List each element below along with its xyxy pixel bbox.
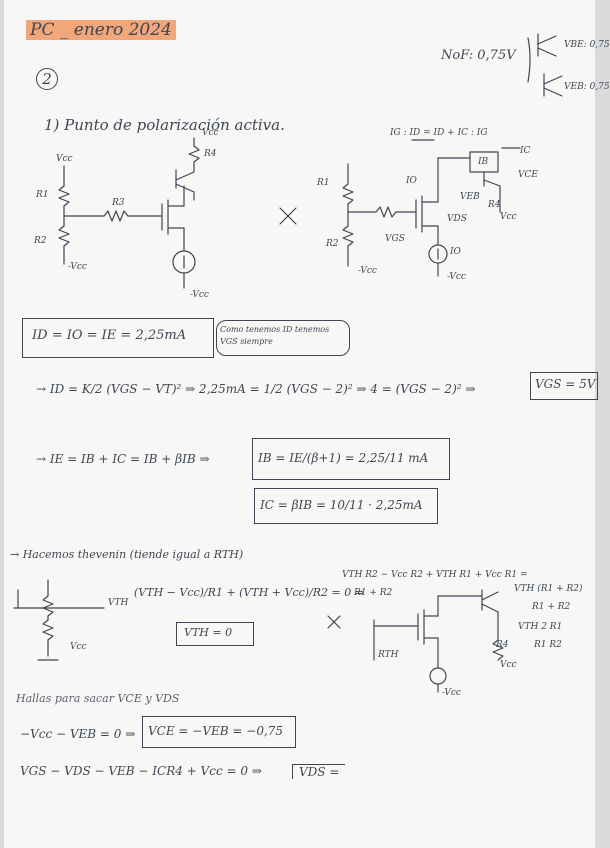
thevenin-heading: → Hacemos thevenin (tiende igual a RTH) <box>10 548 244 561</box>
circuit1-r3-label: R3 <box>112 198 125 208</box>
circuit1-r2-label: R2 <box>34 236 47 246</box>
circuit2-r2-label: R2 <box>326 239 339 249</box>
circuit1-r1-label: R1 <box>36 190 49 200</box>
thevenin-side-eq6: R1 R2 <box>534 640 562 650</box>
emitter-current-equation: → IE = IB + IC = IB + βIB ⇒ <box>36 452 210 466</box>
thevenin-side-eq5: VTH 2 R1 <box>518 622 563 632</box>
circuit2-vce-label: VCE <box>518 170 538 180</box>
main-equation: ID = IO = IE = 2,25mA <box>32 328 187 343</box>
thevenin-equation: (VTH − Vcc)/R1 + (VTH + Vcc)/R2 = 0 ⇒ <box>134 586 364 599</box>
thevenin-rth-label: RTH <box>378 650 399 660</box>
circuit2-r1-label: R1 <box>317 178 330 188</box>
section-heading: 1) Punto de polarización activa. <box>44 116 285 134</box>
circuit1-vcc-right-label: Vcc <box>202 128 219 138</box>
ic-result-box <box>254 488 438 524</box>
circuit1-r4-label: R4 <box>204 149 217 159</box>
circuit2-io2-label: IO <box>450 247 461 257</box>
final-equation-2: VGS − VDS − VEB − ICR4 + Vcc = 0 ⇒ <box>20 764 262 778</box>
thevenin-vth-label: VTH <box>108 598 129 608</box>
circuit2-veb-label: VEB <box>460 192 480 202</box>
circuit2-currents-label: IG : ID = ID + IC : IG <box>390 128 488 138</box>
thevenin-side-eq1: VTH R2 − Vcc R2 + VTH R1 + Vcc R1 = <box>342 570 528 580</box>
vgs-result-box <box>530 372 598 400</box>
circuit1-vcc-label: Vcc <box>56 154 73 164</box>
thevenin-vcc-node-label: Vcc <box>500 660 517 670</box>
drain-current-equation: → ID = K/2 (VGS − VT)² ⇒ 2,25mA = 1/2 (V… <box>36 382 476 396</box>
thevenin-side-eq2: R1 + R2 <box>354 588 393 598</box>
note-text: Como tenemos ID tenemos VGS siempre <box>220 325 330 346</box>
notebook-page: { "header": {"title": "PC _ enero 2024",… <box>4 0 610 848</box>
page-title: PC _ enero 2024 <box>26 20 176 40</box>
ib-result: IB = IE/(β+1) = 2,25/11 mA <box>258 451 429 465</box>
circuit2-vds-label: VDS <box>447 214 467 224</box>
final-equation-1: −Vcc − VEB = 0 ⇒ <box>20 727 136 741</box>
veb-note: VEB: 0,75 <box>564 82 610 92</box>
circuit2-r4-label: R4 <box>488 200 501 210</box>
circuit2-ib-label: IB <box>478 157 489 167</box>
circuit1-minus-vcc-label: -Vcc <box>190 290 209 300</box>
vth-result: VTH = 0 <box>184 626 233 639</box>
circuit2-io-label: IO <box>406 176 417 186</box>
thevenin-vcc-label: Vcc <box>70 642 87 652</box>
note-cloud <box>216 320 350 356</box>
thevenin-side-eq3: VTH (R1 + R2) <box>514 584 583 594</box>
circuit2-minus-vcc-left-label: -Vcc <box>358 266 377 276</box>
problem-number: 2 <box>36 68 58 90</box>
vds-result: VDS = <box>292 764 346 779</box>
vce-result-box <box>142 716 296 748</box>
circuit1-minus-vcc-left-label: -Vcc <box>68 262 87 272</box>
main-equation-box <box>22 318 214 358</box>
vbe-note: VBE: 0,75 <box>564 40 610 50</box>
nmos-threshold-note: NoF: 0,75V <box>441 48 516 63</box>
vth-result-box <box>176 622 254 646</box>
circuit2-minus-vcc-label: -Vcc <box>447 272 466 282</box>
ib-result-box <box>252 438 450 480</box>
circuit2-vgs-label: VGS <box>385 234 405 244</box>
final-heading: Hallas para sacar VCE y VDS <box>16 692 180 705</box>
circuit-drawings <box>13 33 563 693</box>
thevenin-side-eq4: R1 + R2 <box>532 602 571 612</box>
circuit2-ic-label: IC <box>520 146 531 156</box>
vgs-result: VGS = 5V <box>535 377 596 391</box>
vce-result: VCE = −VEB = −0,75 <box>148 724 284 738</box>
thevenin-minus-vcc-label: -Vcc <box>442 688 461 698</box>
circuit2-vcc-label: Vcc <box>500 212 517 222</box>
ic-result: IC = βIB = 10/11 · 2,25mA <box>260 498 423 512</box>
thevenin-r4-label: R4 <box>496 640 509 650</box>
